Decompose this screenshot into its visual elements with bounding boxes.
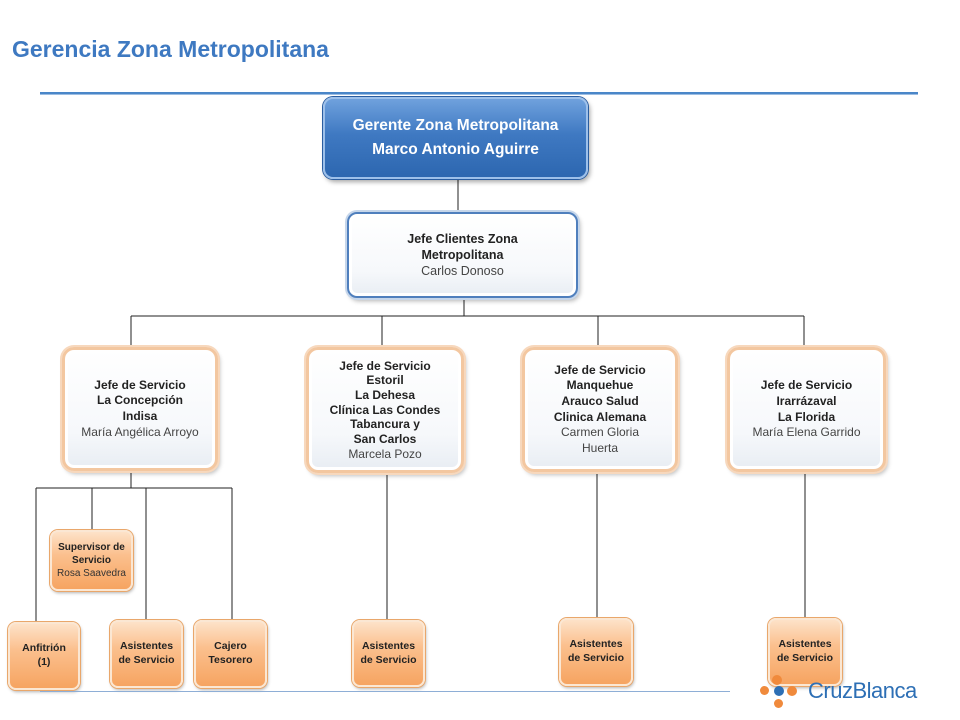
js3-line: Manquehue [566, 378, 634, 393]
js1-line: La Concepción [96, 393, 183, 408]
gerente-cargo: Gerente Zona Metropolitana [352, 116, 559, 134]
jefe-clientes-nombre: Carlos Donoso [421, 264, 504, 279]
js4-line: Irarrázaval [776, 393, 837, 408]
jefe-clientes-cargo-1: Jefe Clientes Zona [407, 231, 518, 246]
supervisor-node: Supervisor de Servicio Rosa Saavedra [50, 530, 133, 591]
js4-line: La Florida [777, 409, 836, 424]
logo-text: CruzBlanca [808, 678, 917, 703]
logo-dot-icon [787, 686, 797, 696]
supervisor-cargo-1: Supervisor de [58, 542, 125, 553]
title-divider [40, 92, 918, 95]
asistentes-node-2: Asistentes de Servicio [352, 620, 425, 687]
logo-dot-icon [774, 686, 784, 696]
supervisor-cargo-2: Servicio [72, 555, 111, 566]
js3-line: Jefe de Servicio [554, 362, 646, 377]
asistentes-label: de Servicio [567, 652, 625, 664]
js3-nombre-2: Huerta [581, 440, 619, 455]
js3-line: Clinica Alemana [553, 409, 647, 424]
footer-divider [40, 691, 730, 692]
asistentes-node-4: Asistentes de Servicio [768, 618, 842, 686]
gerente-node: Gerente Zona Metropolitana Marco Antonio… [323, 97, 588, 179]
asistentes-label: Asistentes [778, 638, 832, 651]
jefe-servicio-irarrazaval: Jefe de Servicio Irarrázaval La Florida … [727, 347, 886, 472]
asistentes-label: Asistentes [361, 639, 416, 652]
js2-line: Jefe de Servicio [339, 358, 431, 373]
js4-nombre: María Elena Garrido [752, 425, 861, 440]
jefe-servicio-manquehue: Jefe de Servicio Manquehue Arauco Salud … [522, 347, 678, 472]
jefe-clientes-node: Jefe Clientes Zona Metropolitana Carlos … [347, 212, 578, 298]
anfitrion-count: (1) [37, 656, 51, 668]
jefe-servicio-la-concepcion: Jefe de Servicio La Concepción Indisa Ma… [62, 347, 218, 471]
asistentes-label: de Servicio [118, 654, 175, 666]
js2-line: La Dehesa [354, 388, 416, 403]
js4-line: Jefe de Servicio [760, 378, 853, 393]
js3-line: Arauco Salud [561, 393, 639, 408]
logo-dot-icon [774, 699, 783, 708]
logo-dot-icon [772, 675, 782, 685]
js1-line: Indisa [122, 409, 158, 423]
js2-line: Estoril [366, 373, 404, 388]
asistentes-label: Asistentes [119, 640, 174, 653]
gerente-nombre: Marco Antonio Aguirre [372, 141, 539, 158]
cajero-node: Cajero Tesorero [194, 620, 267, 688]
js2-line: Tabancura y [350, 417, 420, 432]
js2-line: Clínica Las Condes [329, 402, 441, 417]
anfitrion-node: Anfitrión (1) [8, 622, 80, 690]
page-title: Gerencia Zona Metropolitana [12, 36, 329, 62]
js2-nombre: Marcela Pozo [348, 446, 422, 461]
js1-nombre: María Angélica Arroyo [81, 424, 199, 439]
supervisor-nombre: Rosa Saavedra [57, 568, 126, 579]
asistentes-node-3: Asistentes de Servicio [559, 618, 633, 686]
asistentes-label: Asistentes [569, 638, 623, 651]
asistentes-label: de Servicio [360, 653, 417, 666]
js2-line: San Carlos [353, 431, 417, 446]
jefe-clientes-cargo-2: Metropolitana [421, 247, 504, 262]
asistentes-node-1: Asistentes de Servicio [110, 620, 183, 688]
jefe-servicio-estoril: Jefe de Servicio Estoril La Dehesa Clíni… [306, 347, 464, 473]
asistentes-label: de Servicio [776, 652, 834, 664]
cajero-label: Tesorero [208, 654, 253, 666]
logo-dot-icon [760, 686, 769, 695]
cajero-label: Cajero [214, 640, 247, 653]
js1-line: Jefe de Servicio [94, 377, 186, 392]
js3-nombre-1: Carmen Gloria [560, 425, 640, 440]
anfitrion-label: Anfitrión [22, 642, 66, 655]
